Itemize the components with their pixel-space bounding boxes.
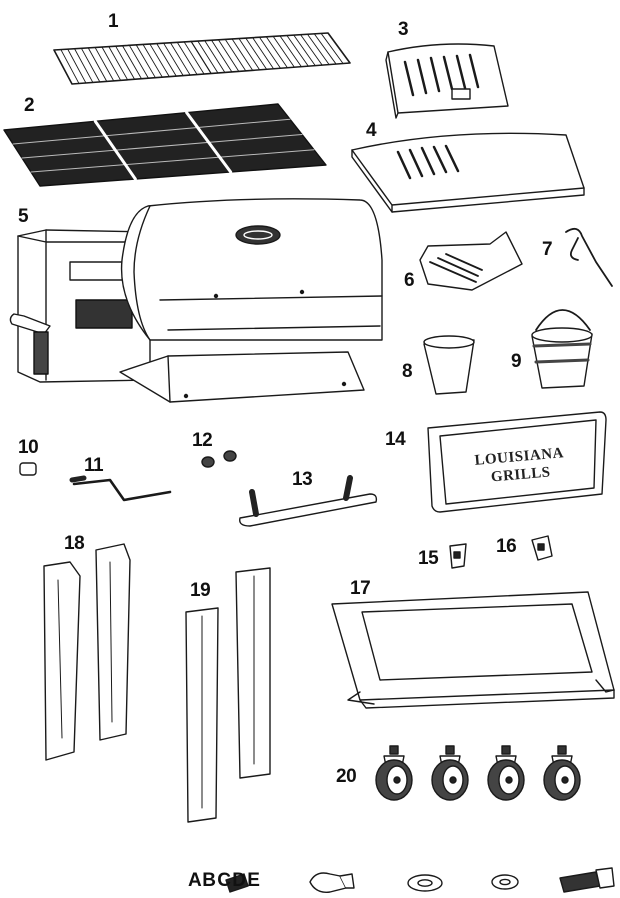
label-16: 16 xyxy=(496,536,517,557)
label-2: 2 xyxy=(24,95,35,116)
label-4: 4 xyxy=(366,120,377,141)
label-13: 13 xyxy=(292,469,313,490)
caster-wheel xyxy=(431,745,469,801)
part-12-washers xyxy=(201,450,237,468)
label-18: 18 xyxy=(64,533,85,554)
label-11: 11 xyxy=(84,455,104,476)
label-1: 1 xyxy=(108,11,119,32)
part-19-legs xyxy=(185,567,271,823)
part-9-bucket xyxy=(531,309,593,389)
part-20-casters xyxy=(375,745,581,801)
part-2-grates xyxy=(3,103,327,187)
part-17-shelf xyxy=(331,591,615,709)
part-5-grill-body xyxy=(9,198,383,403)
label-8: 8 xyxy=(402,361,413,382)
part-1-cooking-grid xyxy=(53,32,351,85)
part-7-hanger xyxy=(565,227,613,287)
part-4-heat-baffle xyxy=(351,132,585,213)
part-6-bracket xyxy=(419,231,523,291)
caster-wheel xyxy=(487,745,525,801)
label-20: 20 xyxy=(336,766,357,787)
label-15: 15 xyxy=(418,548,439,569)
label-17: 17 xyxy=(350,578,371,599)
label-12: 12 xyxy=(192,430,213,451)
part-13-handle xyxy=(239,475,378,527)
hardware-items xyxy=(225,867,615,893)
part-14-logo-panel xyxy=(427,411,607,513)
part-10-pin xyxy=(19,462,37,476)
brand-logo-text: LOUISIANA GRILLS xyxy=(473,445,565,486)
part-3-broiler-slider xyxy=(385,43,509,119)
label-9: 9 xyxy=(511,351,522,372)
part-15-bracket xyxy=(449,543,467,569)
label-6: 6 xyxy=(404,270,415,291)
caster-wheel xyxy=(543,745,581,801)
caster-wheel xyxy=(375,745,413,801)
hardware-labels: A B C D E xyxy=(188,870,260,891)
part-18-legs xyxy=(43,543,131,761)
part-11-rod xyxy=(69,475,172,502)
label-14: 14 xyxy=(385,429,406,450)
label-19: 19 xyxy=(190,580,211,601)
part-8-cup xyxy=(423,335,475,395)
part-16-bracket xyxy=(531,535,553,561)
label-7: 7 xyxy=(542,239,553,260)
label-3: 3 xyxy=(398,19,409,40)
label-10: 10 xyxy=(18,437,39,458)
label-5: 5 xyxy=(18,206,29,227)
